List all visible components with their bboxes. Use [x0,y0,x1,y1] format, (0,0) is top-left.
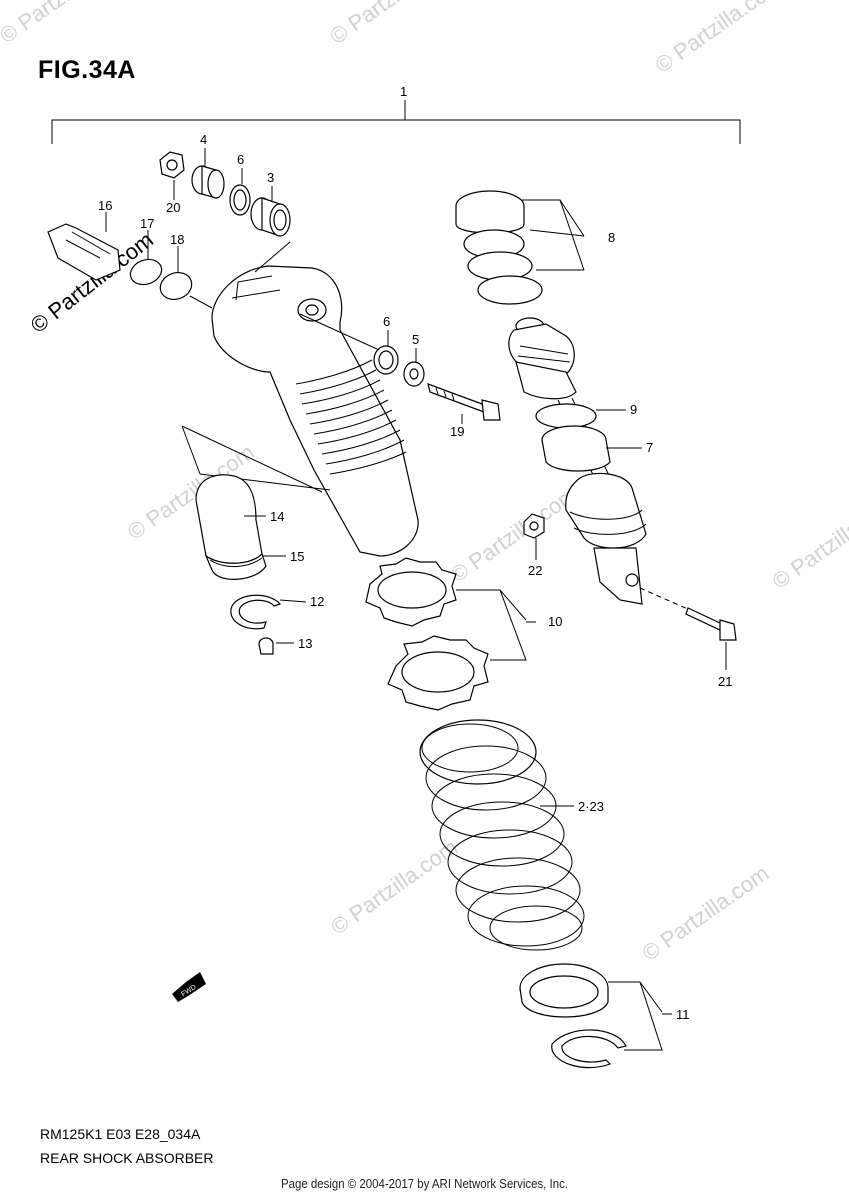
seal-part-6-lower [373,345,399,375]
callout-10: 10 [548,614,562,629]
watermark-text: © Partzilla.com [768,488,849,594]
callout-7: 7 [646,440,653,455]
callout-15: 15 [290,549,304,564]
reservoir-part-14 [195,474,267,580]
forward-direction-arrow: FWD [172,972,206,1002]
callout-14: 14 [270,509,284,524]
watermark-group: © Partzilla.com © Partzilla.com © Partzi… [0,0,849,966]
callout-12: 12 [310,594,324,609]
bolt-part-19 [427,383,501,421]
nut-part-20 [159,151,185,179]
callout-11: 11 [676,1007,690,1022]
callout-6-lower: 6 [383,314,390,329]
callout-2-23: 2·23 [578,799,604,814]
valve-part-16 [47,223,121,281]
bolt-part-21 [639,587,737,641]
callout-21: 21 [718,674,732,689]
callout-6: 6 [237,152,244,167]
callout-17: 17 [140,216,154,231]
callout-22: 22 [528,563,542,578]
callout-4: 4 [200,132,207,147]
callout-labels: 1 4 6 3 20 16 17 18 8 6 5 19 9 7 14 15 2… [98,84,732,1022]
callout-18: 18 [170,232,184,247]
watermark-text: © Partzilla.com [326,834,462,940]
callout-9: 9 [630,402,637,417]
callout-3: 3 [267,170,274,185]
diagram-name: REAR SHOCK ABSORBER [40,1150,214,1166]
damper-rod-assembly [508,317,647,605]
diagram-code: RM125K1 E03 E28_034A [40,1126,201,1142]
callout-19: 19 [450,424,464,439]
nut-part-22 [523,513,545,539]
spring-retainer-part-11 [519,963,627,1069]
assembly-bracket [51,100,741,144]
cap-part-13 [258,637,274,655]
collar-part-7 [541,425,611,472]
watermark-text: © Partzilla.com [0,0,131,48]
callout-16: 16 [98,198,112,213]
watermark-text: © Partzilla.com [637,860,773,966]
ring-part-9 [535,403,597,429]
coil-spring-part-2-23 [419,719,585,951]
shock-body [211,265,419,557]
callout-5: 5 [412,332,419,347]
watermark-text: © Partzilla.com [446,482,582,588]
snap-ring-part-12 [230,594,282,630]
callout-1: 1 [400,84,407,99]
callout-13: 13 [298,636,312,651]
callout-20: 20 [166,200,180,215]
collar-part-4 [191,165,225,199]
seal-part-6 [229,184,251,216]
o-ring-part-18 [159,272,193,300]
adjuster-nut-set-part-10 [365,557,489,711]
callout-8: 8 [608,230,615,245]
needle-bearing-part-3 [250,197,291,237]
bushing-set-part-8 [455,190,543,305]
o-ring-part-17 [129,258,163,286]
watermark-text: © Partzilla.com [325,0,461,49]
figure-title: FIG.34A [38,56,136,84]
page-footer: Page design © 2004-2017 by ARI Network S… [281,1176,568,1191]
watermark-text: © Partzilla.com [650,0,786,78]
